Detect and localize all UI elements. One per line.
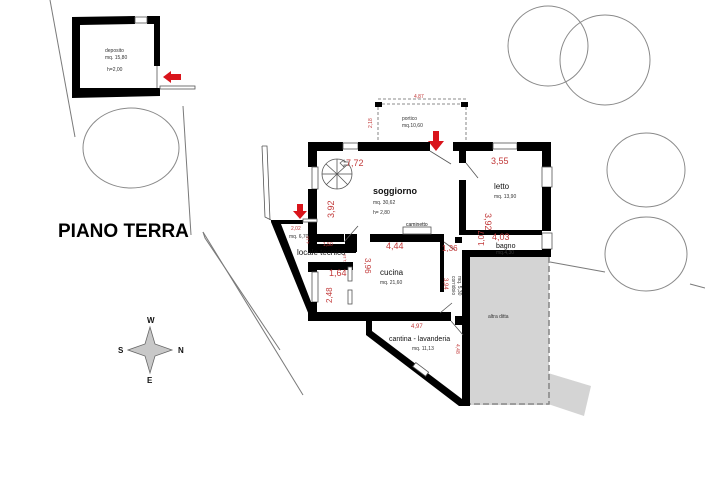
letto-label: letto (494, 182, 510, 191)
letto-width-dim: 3,55 (491, 156, 509, 166)
portico: 4,87 2,18 portico mq.10,60 (368, 94, 468, 151)
soggiorno-height: h= 2,80 (373, 210, 390, 216)
cucina-labels: 4,44 3,96 cucina mq. 21,60 1,64 2,48 (325, 241, 404, 303)
soggiorno-labels: 7,72 soggiorno mq. 30,62 h= 2,80 3,92 ca… (326, 158, 428, 228)
trees (82, 5, 688, 292)
soggiorno-depth-dim: 3,92 (326, 200, 336, 218)
bagno-labels: 4,03 bagno mq.4,30 1,07 (477, 230, 516, 256)
letto-depth-dim: 3,92 (483, 213, 493, 231)
cucina-depth-dim: 3,96 (363, 258, 372, 274)
deposito-label: deposito (105, 48, 124, 54)
compass-south: S (118, 346, 124, 355)
cantina-label: cantina - lavanderia (389, 336, 450, 343)
letto-area: mq. 13,90 (494, 194, 516, 200)
locale-tecnico-dim-c: 4,15 (305, 235, 310, 244)
cantina-labels: 4,97 cantina - lavanderia mq. 11,13 4,48 (389, 324, 460, 354)
cucina-width-dim: 4,44 (386, 241, 404, 251)
altra-ditta-label: altra ditta (488, 314, 509, 320)
locale-tecnico-label: locale tecnico (297, 248, 346, 257)
cantina-area: mq. 11,13 (412, 346, 434, 352)
site-lines (49, 0, 705, 396)
portico-width-dim: 4,87 (414, 94, 424, 100)
house-walls (261, 142, 553, 406)
locale-tecnico-dim-a: 2,02 (291, 226, 301, 232)
cucina-dim-b: 2,48 (325, 287, 334, 303)
compass-west: W (147, 316, 155, 325)
letto-labels: 3,55 letto mq. 13,90 3,92 (483, 156, 516, 231)
cantina-width-dim: 4,97 (411, 324, 423, 330)
compass-east: E (147, 376, 153, 385)
entrance-arrow-icon (293, 204, 307, 219)
entrance-arrow-icon (428, 131, 444, 151)
cantina-depth-dim: 4,48 (454, 344, 460, 354)
bagno-width-dim: 4,03 (492, 232, 510, 242)
portico-area: mq.10,60 (402, 123, 423, 129)
corridoio-label: corridoio (450, 276, 456, 295)
cucina-dim-a: 1,64 (329, 268, 347, 278)
soggiorno-area: mq. 30,62 (373, 200, 395, 206)
compass-rose-icon: W S N E (118, 316, 184, 385)
compass-north: N (178, 346, 184, 355)
spiral-staircase (321, 158, 353, 190)
stair-direction-arrow-icon (339, 159, 350, 168)
bagno-depth-dim: 1,07 (477, 230, 486, 246)
locale-tecnico-area: mq. 6,70 (289, 234, 309, 240)
deposito-building: deposito mq. 15,80 h=2,00 (72, 16, 196, 98)
corridoio-width-dim: 1,36 (442, 244, 458, 253)
floor-title: PIANO TERRA (58, 221, 189, 242)
bagno-area: mq.4,30 (496, 250, 514, 256)
entrance-arrow-icon (163, 71, 181, 83)
locale-tecnico-dim-d: 1,15 (342, 253, 347, 262)
corridoio-depth-dim: 3,94 (442, 278, 448, 290)
portico-label: portico (402, 116, 417, 122)
adjacent-property: altra ditta (470, 257, 591, 416)
deposito-height: h=2,00 (107, 67, 123, 73)
corridoio-area: mq. 5,30 (456, 276, 462, 296)
deposito-area: mq. 15,80 (105, 55, 127, 61)
locale-tecnico-labels: 2,02 mq. 6,70 4,15 1,50 locale tecnico 1… (289, 204, 347, 262)
corridoio-labels: 1,36 3,94 corridoio mq. 5,30 (442, 244, 462, 296)
soggiorno-label: soggiorno (373, 186, 417, 196)
cucina-label: cucina (380, 268, 404, 277)
portico-depth-dim: 2,18 (368, 118, 374, 128)
locale-tecnico-dim-b: 1,50 (323, 242, 333, 248)
cucina-area: mq. 21,60 (380, 280, 402, 286)
caminetto-label: caminetto (406, 222, 428, 228)
soggiorno-width-dim: 7,72 (346, 158, 364, 168)
bagno-label: bagno (496, 243, 516, 250)
